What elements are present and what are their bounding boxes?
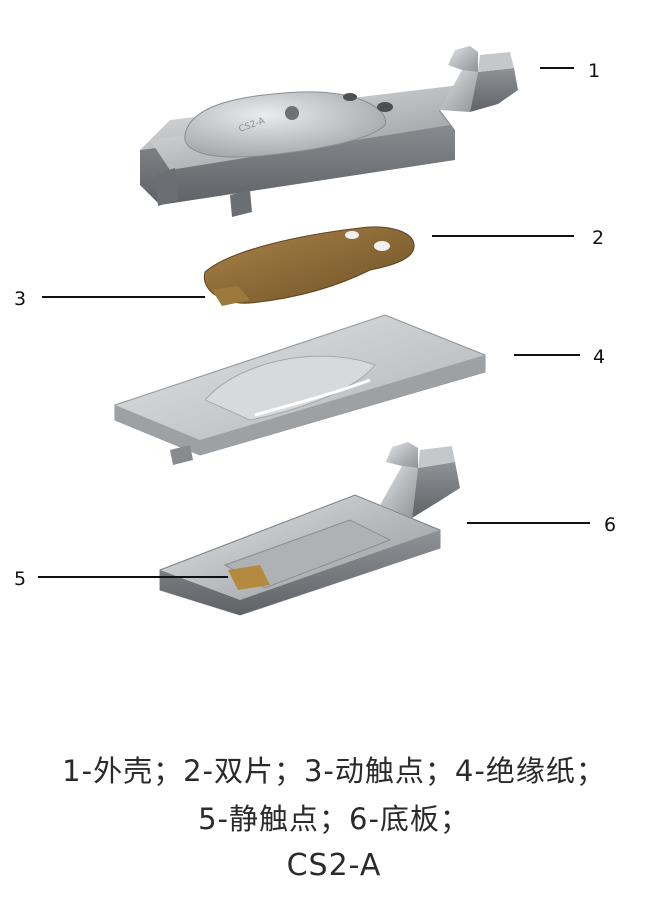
static-contact-icon: [228, 565, 270, 590]
model-label: CS2-A: [286, 848, 382, 883]
leader-lines: [38, 67, 590, 578]
callout-3: 3: [14, 288, 26, 310]
bimetal-disc-part: [203, 226, 415, 306]
insulating-paper-part: [114, 314, 486, 465]
base-plate-part: [159, 442, 460, 616]
moving-contact-icon: [212, 286, 250, 306]
callout-2: 2: [592, 227, 604, 249]
shell-part: CS2-A: [140, 46, 518, 217]
callout-1: 1: [588, 60, 600, 82]
callout-4: 4: [593, 346, 605, 368]
caption-line-2: 5-静触点；6-底板；: [198, 802, 470, 836]
caption-line-1: 1-外壳；2-双片；3-动触点；4-绝缘纸；: [62, 754, 606, 788]
callout-5: 5: [14, 568, 26, 590]
callout-6: 6: [604, 514, 616, 536]
